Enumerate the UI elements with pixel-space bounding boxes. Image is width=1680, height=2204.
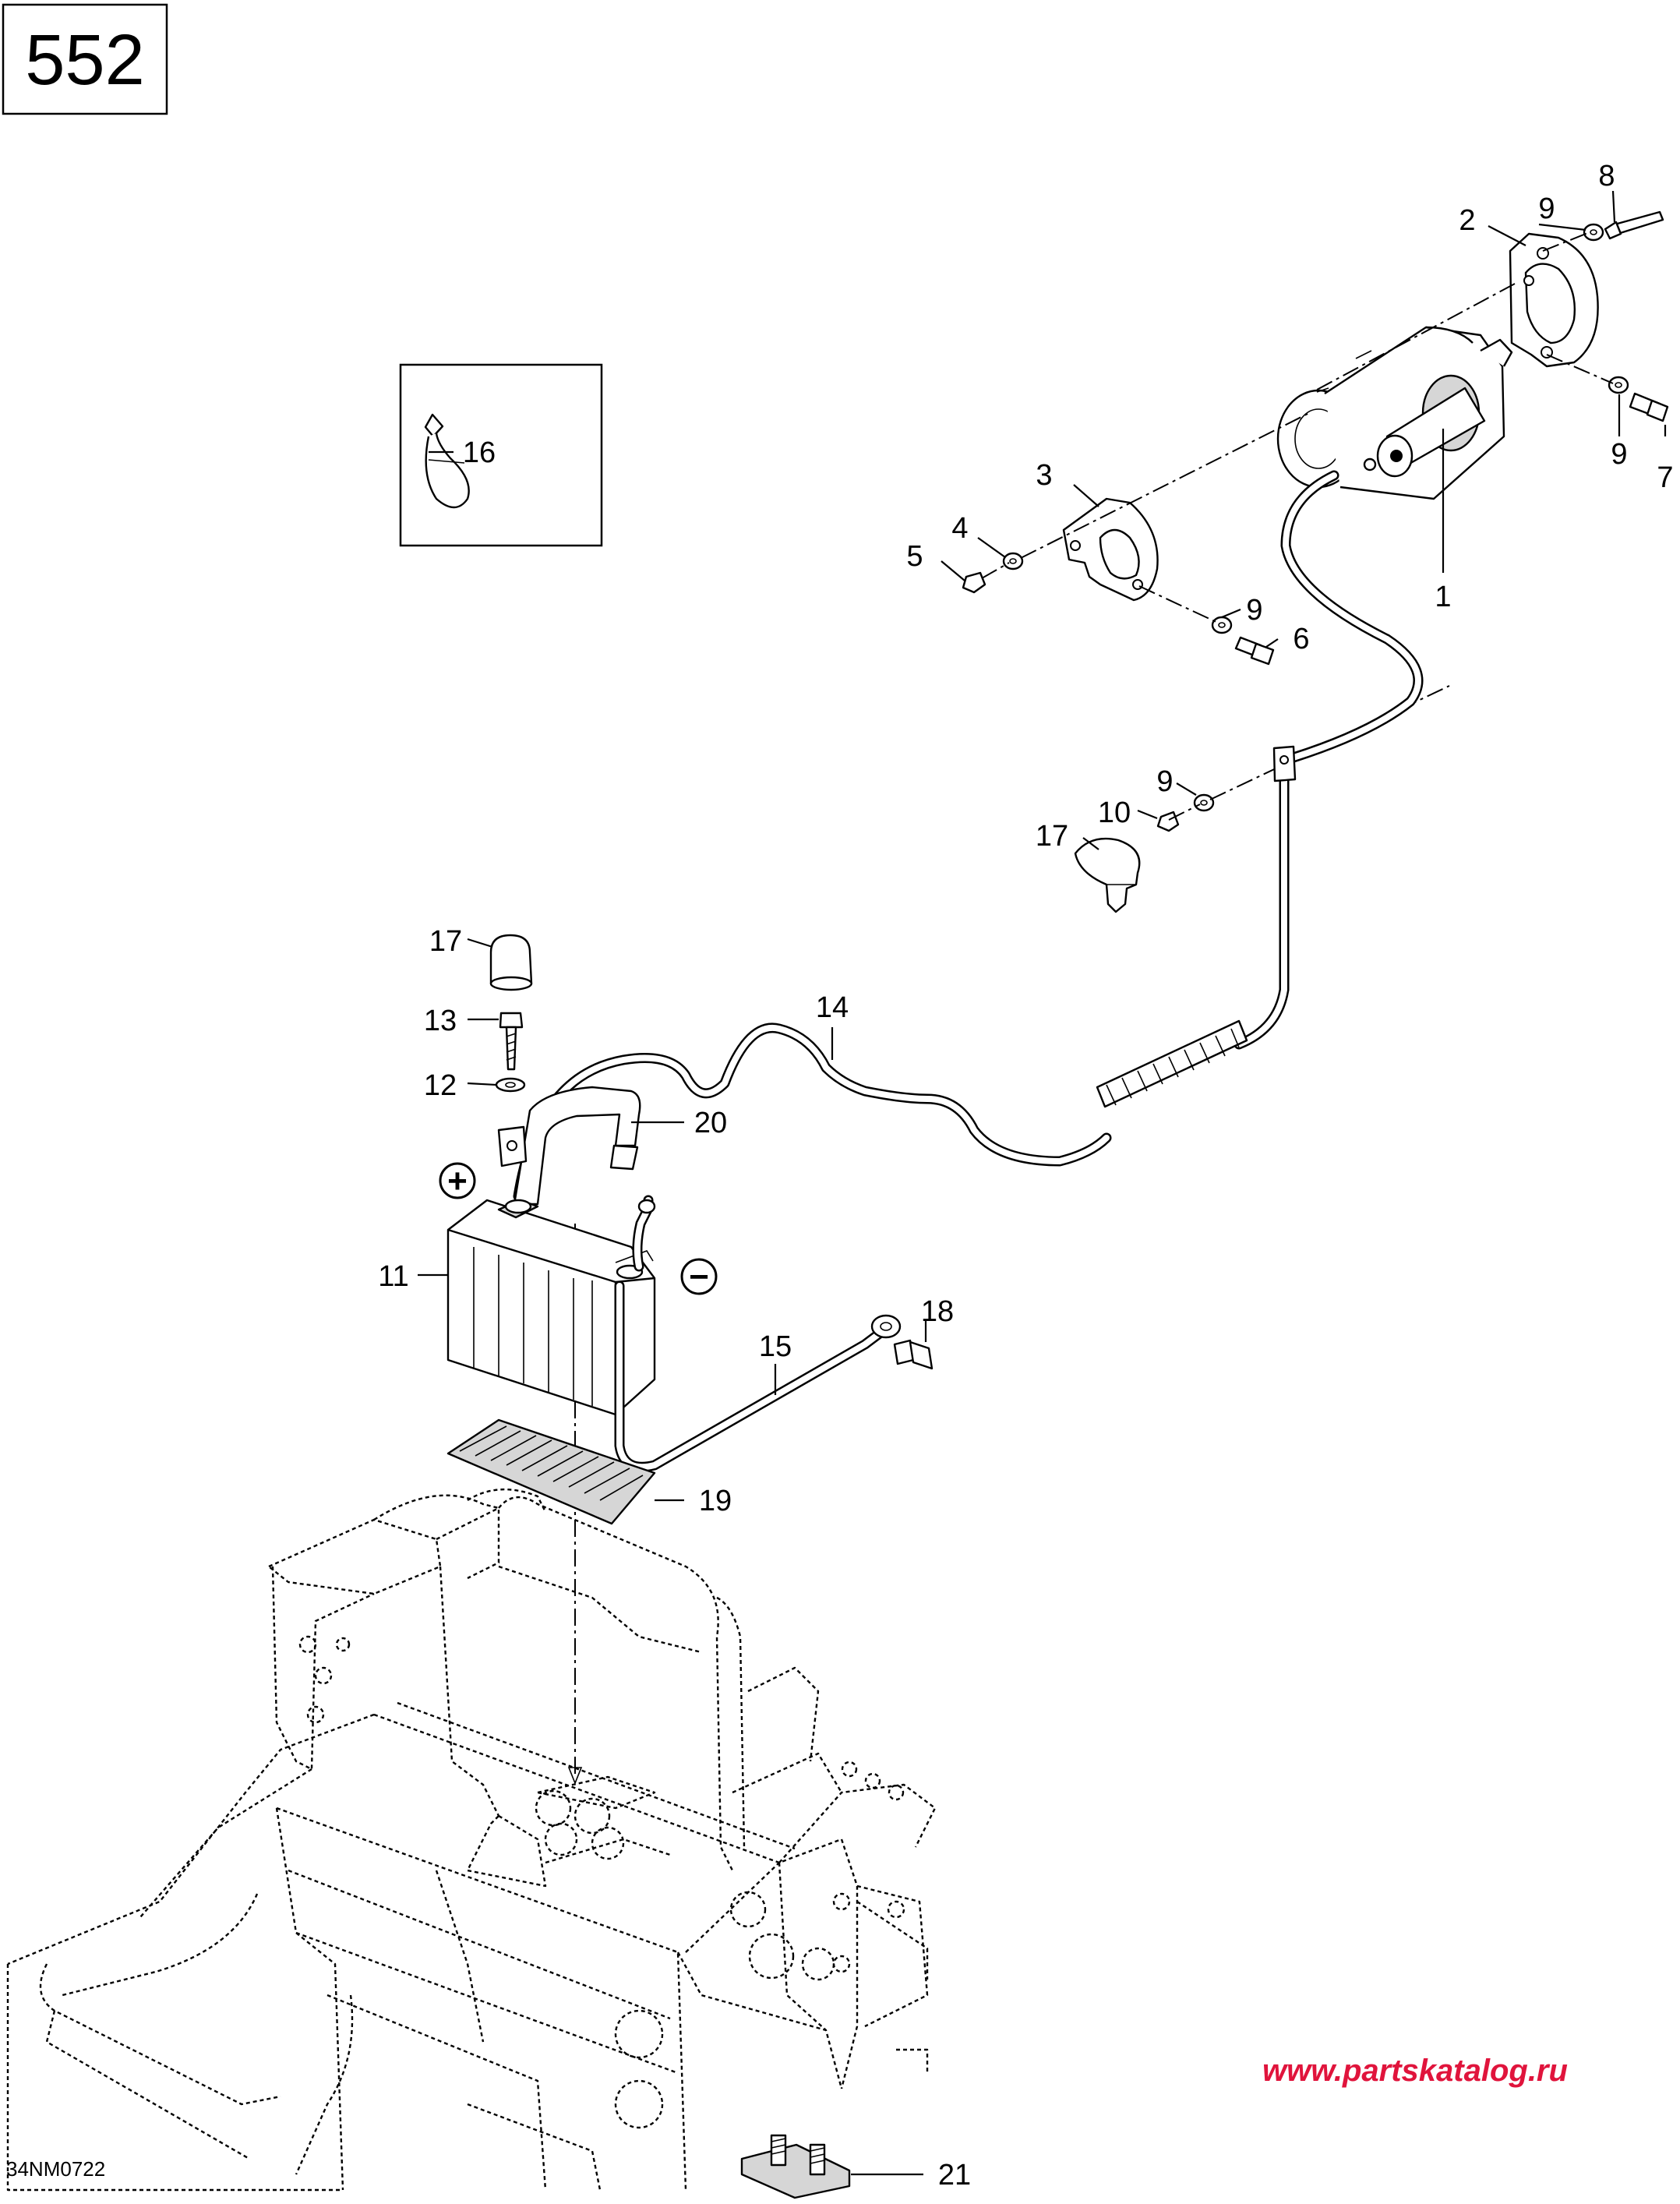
callout-9-front: 9: [1246, 594, 1262, 627]
starter-cable: [1234, 470, 1424, 1050]
callout-21: 21: [938, 2159, 971, 2192]
callout-8: 8: [1598, 160, 1615, 192]
callout-9-cable: 9: [1156, 765, 1173, 798]
positive-sign: +: [447, 1162, 468, 1200]
battery-cable-positive: [513, 1019, 1248, 1202]
callout-7: 7: [1657, 461, 1673, 494]
battery-holder-strap: [513, 1086, 641, 1206]
fastener-pad: [740, 2134, 851, 2199]
negative-sign: −: [689, 1258, 709, 1296]
battery: [446, 1199, 656, 1416]
callout-20: 20: [694, 1107, 727, 1139]
page-number-box: 552: [2, 3, 168, 115]
negative-symbol: −: [680, 1258, 718, 1296]
callout-4: 4: [951, 512, 968, 545]
hardware-front: [962, 552, 1275, 832]
battery-pad: [446, 1418, 656, 1525]
drawing-code: 34NM0722: [6, 2157, 105, 2181]
callout-17-cap: 17: [429, 925, 462, 958]
positive-symbol: +: [439, 1162, 476, 1200]
starter-motor: [1276, 326, 1513, 500]
callout-11: 11: [378, 1260, 408, 1293]
callout-labels: 1 2 3 4 5 6 7 8 9 9 9 9 10 11 12 13 14 1…: [378, 160, 1673, 2192]
callout-9-rear-bottom: 9: [1611, 438, 1627, 471]
cable-tie-inset: [399, 363, 603, 547]
watermark: www.partskatalog.ru: [1262, 2054, 1568, 2088]
starter-bracket-front: [1062, 497, 1159, 602]
callout-10: 10: [1098, 796, 1131, 829]
callout-16: 16: [463, 436, 496, 469]
callout-18: 18: [921, 1295, 954, 1328]
callout-14: 14: [816, 991, 849, 1024]
hardware-rear: [1583, 210, 1669, 422]
positive-terminal-hardware: [489, 934, 533, 1167]
callout-15: 15: [759, 1330, 792, 1363]
page-number: 552: [25, 20, 145, 100]
callout-2: 2: [1459, 204, 1475, 237]
terminal-boot: [1074, 837, 1141, 913]
callout-5: 5: [906, 540, 923, 573]
callout-3: 3: [1036, 459, 1052, 492]
callout-19: 19: [699, 1485, 732, 1517]
starter-bracket-rear: [1509, 232, 1599, 368]
callout-13: 13: [424, 1005, 457, 1037]
ground-bolt: [893, 1339, 934, 1370]
callout-9-rear-top: 9: [1538, 192, 1555, 225]
leader-lines: [418, 190, 1667, 2176]
callout-17-boot: 17: [1036, 820, 1068, 853]
callout-1: 1: [1435, 581, 1451, 613]
callout-6: 6: [1293, 623, 1309, 655]
callout-12: 12: [424, 1069, 457, 1102]
chassis-frame: [6, 1489, 937, 2192]
